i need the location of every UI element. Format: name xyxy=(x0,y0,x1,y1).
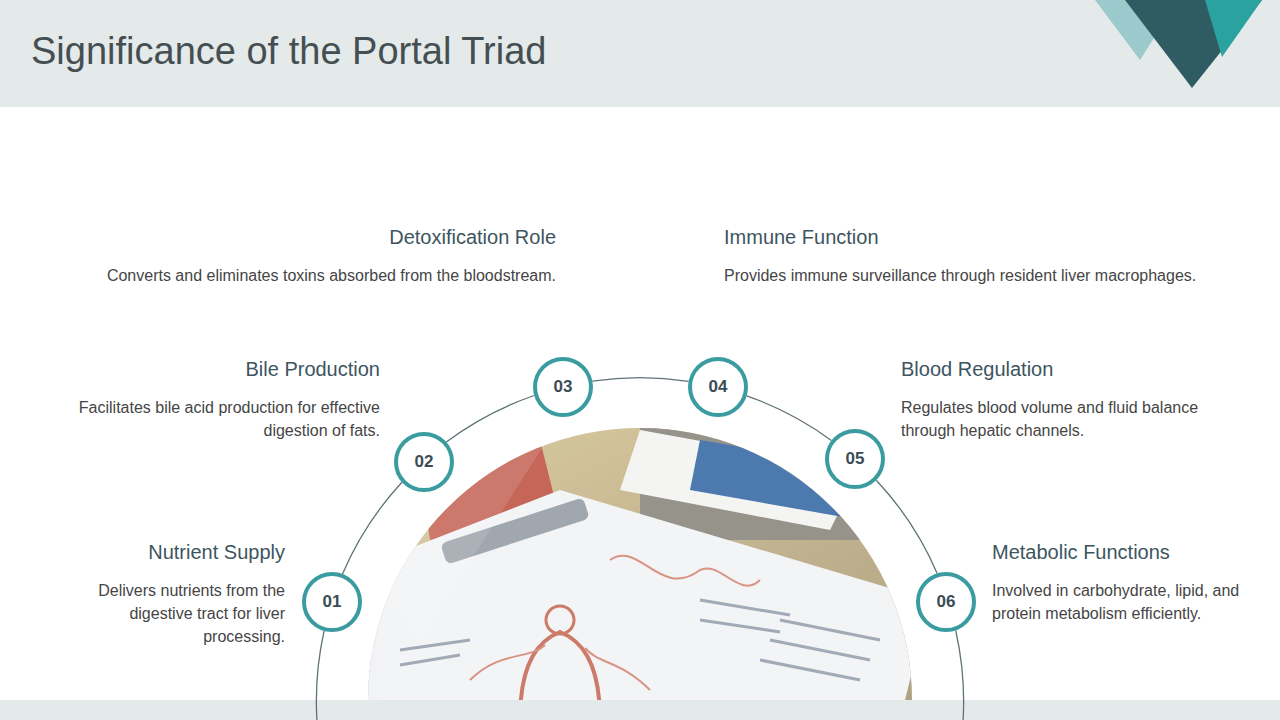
corner-triangle xyxy=(1125,0,1262,88)
number-circle: 06 xyxy=(916,572,976,632)
arc-connector xyxy=(747,396,832,441)
number-circle: 01 xyxy=(302,572,362,632)
callout-number: 06 xyxy=(937,592,956,612)
callout-number: 04 xyxy=(709,377,728,397)
footer-band xyxy=(0,700,1280,720)
arc-tail xyxy=(316,631,324,720)
arc-connector xyxy=(592,378,688,382)
callout-number: 03 xyxy=(554,377,573,397)
callout-number: 01 xyxy=(323,592,342,612)
arc-connector xyxy=(343,482,402,574)
item-heading: Blood Regulation xyxy=(901,358,1053,381)
item-description: Involved in carbohydrate, lipid, and pro… xyxy=(992,579,1252,625)
item-heading: Metabolic Functions xyxy=(992,541,1170,564)
number-circle: 04 xyxy=(688,357,748,417)
item-heading: Bile Production xyxy=(245,358,380,381)
item-heading: Nutrient Supply xyxy=(148,541,285,564)
item-description: Regulates blood volume and fluid balance… xyxy=(901,396,1241,442)
number-circle: 02 xyxy=(394,432,454,492)
item-heading: Detoxification Role xyxy=(389,226,556,249)
callout-number: 02 xyxy=(415,452,434,472)
item-description: Delivers nutrients from the digestive tr… xyxy=(50,579,285,648)
number-circle: 03 xyxy=(533,357,593,417)
item-heading: Immune Function xyxy=(724,226,879,249)
arc-connector xyxy=(876,480,937,573)
item-description: Provides immune surveillance through res… xyxy=(724,264,1196,287)
slide-title: Significance of the Portal Triad xyxy=(31,30,546,73)
item-description: Facilitates bile acid production for eff… xyxy=(40,396,380,442)
number-circle: 05 xyxy=(825,429,885,489)
callout-number: 05 xyxy=(846,449,865,469)
arc-connector xyxy=(446,396,534,443)
corner-triangle xyxy=(1205,0,1262,57)
item-description: Converts and eliminates toxins absorbed … xyxy=(107,264,556,287)
arc-tail xyxy=(956,630,964,720)
illustration xyxy=(360,420,930,720)
